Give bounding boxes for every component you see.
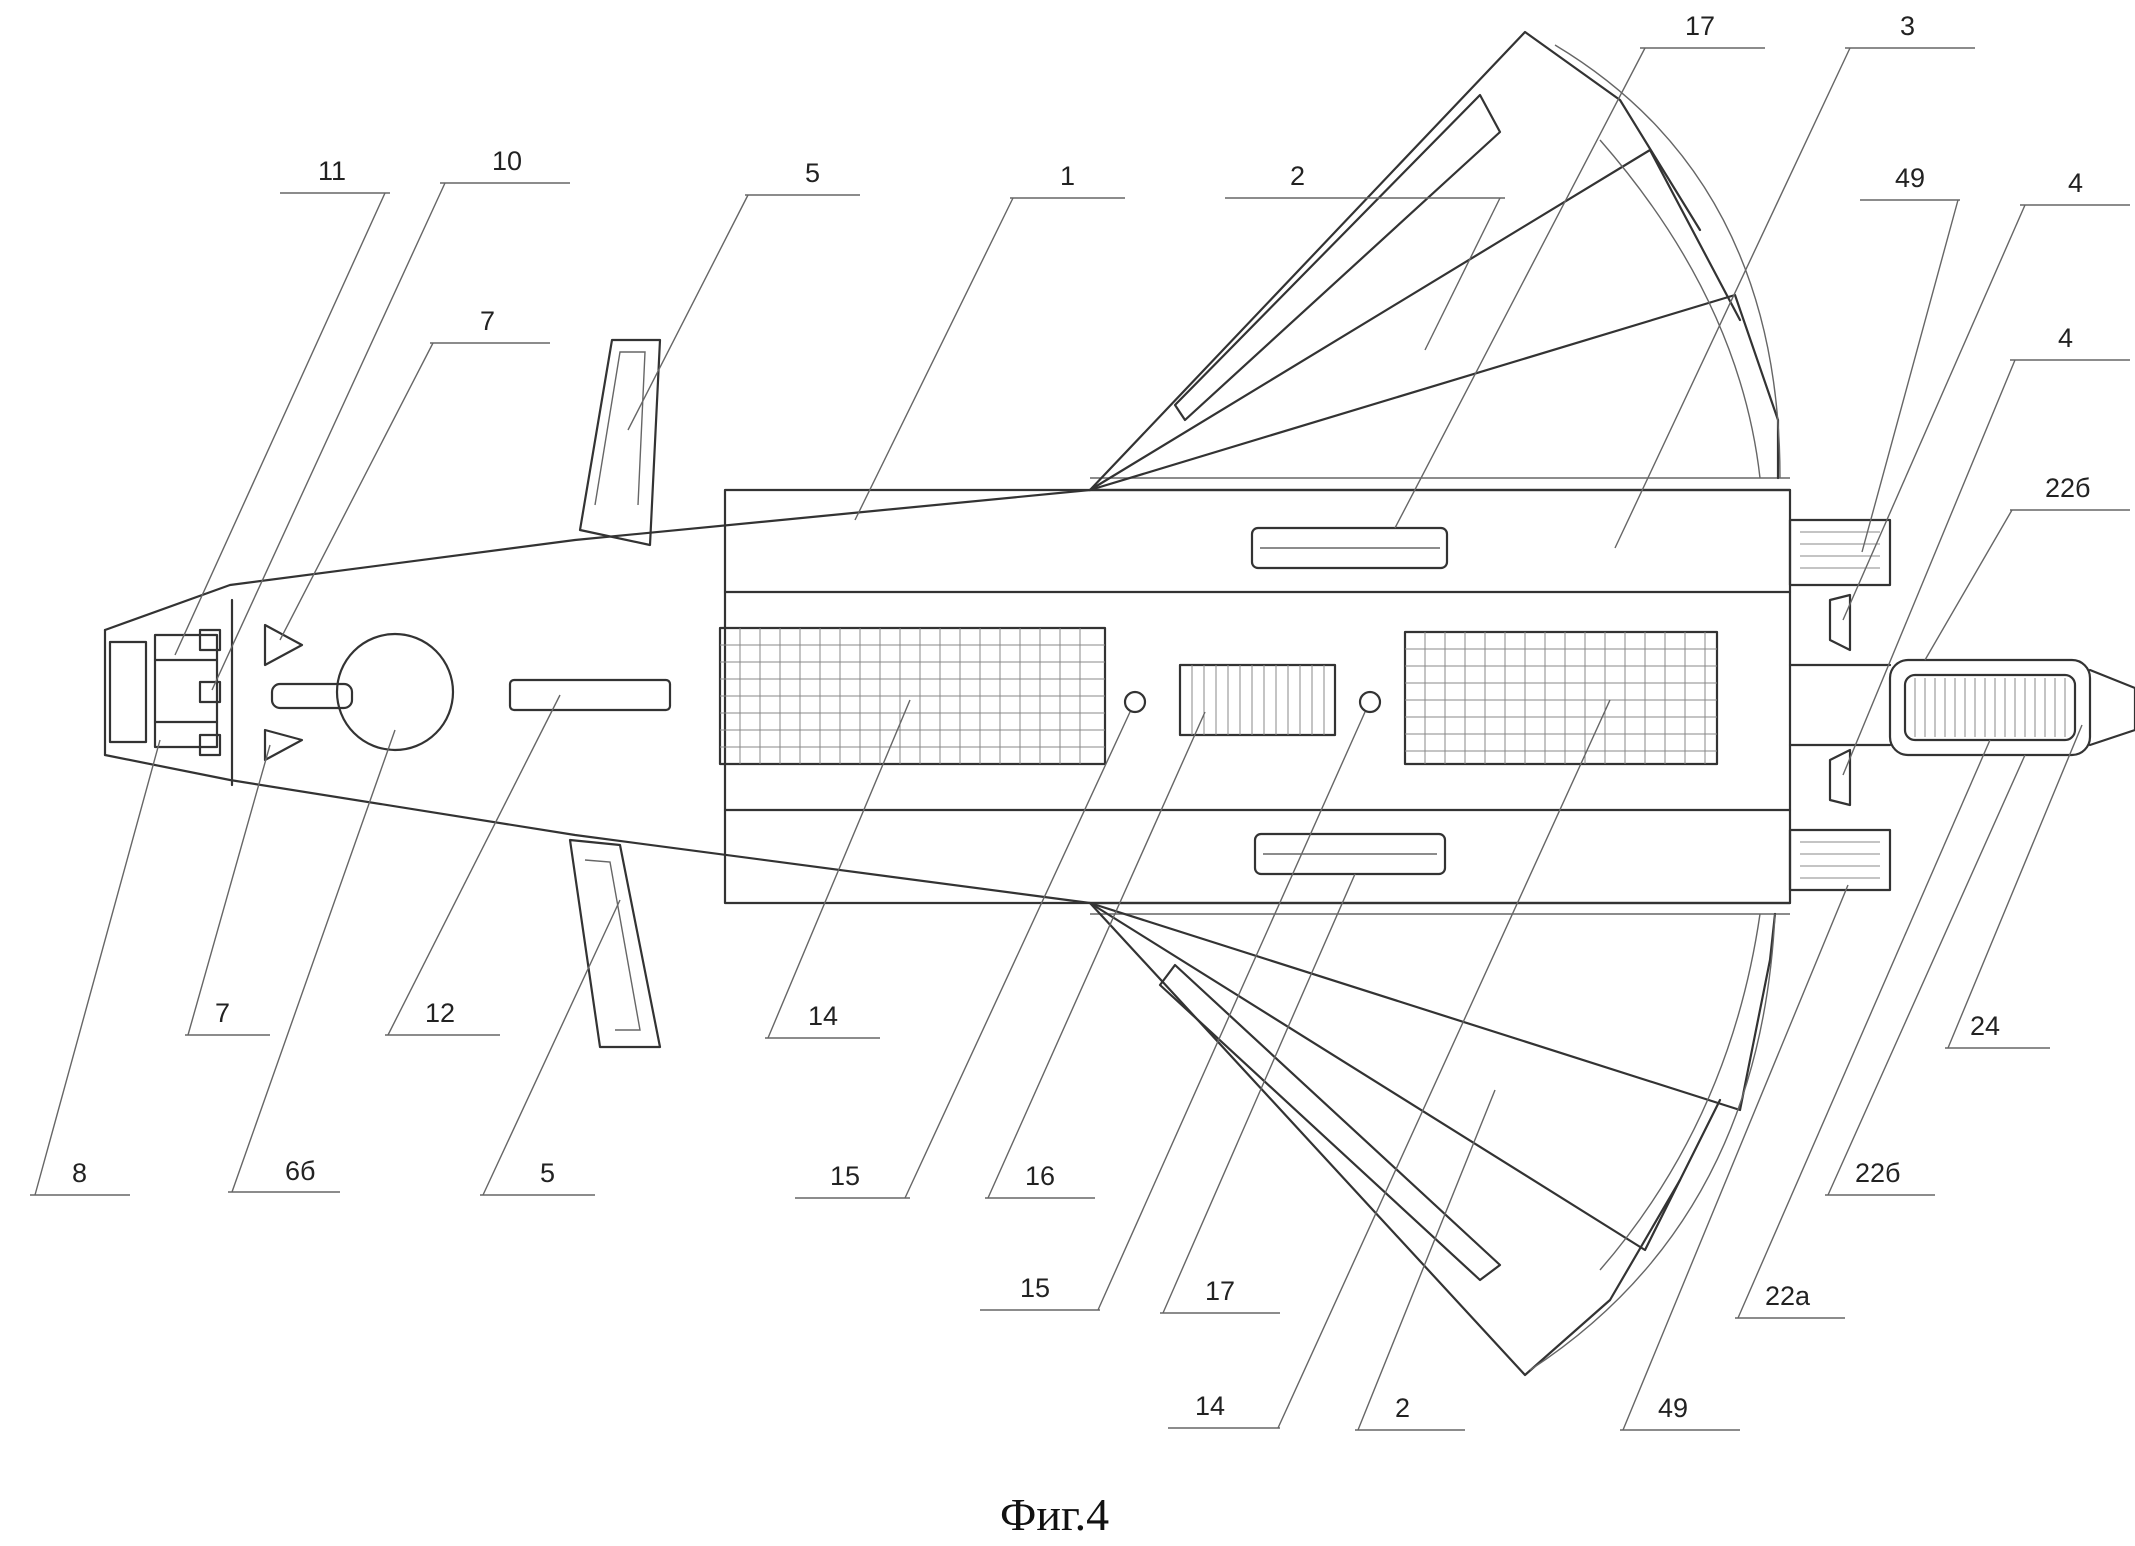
nose-window-1 bbox=[198, 628, 222, 652]
label-16: 16 bbox=[1025, 1161, 1055, 1191]
label-17-top: 17 bbox=[1685, 11, 1715, 41]
leader-lines bbox=[30, 47, 2130, 1431]
upper-triangle-marker bbox=[263, 623, 304, 667]
label-2-bottom: 2 bbox=[1395, 1393, 1410, 1423]
upper-wing-fan bbox=[1088, 30, 1781, 492]
panel-left bbox=[718, 626, 1107, 766]
label-15-right: 15 bbox=[1020, 1273, 1050, 1303]
label-3: 3 bbox=[1900, 11, 1915, 41]
engine-lower bbox=[1788, 748, 1892, 892]
panel-right bbox=[1403, 630, 1719, 766]
label-49-top: 49 bbox=[1895, 163, 1925, 193]
port-left bbox=[1123, 690, 1147, 714]
lower-wing-fan bbox=[1088, 901, 1777, 1377]
label-17-bottom: 17 bbox=[1205, 1276, 1235, 1306]
nose-section bbox=[108, 598, 672, 787]
label-5-top: 5 bbox=[805, 158, 820, 188]
label-2-top: 2 bbox=[1290, 161, 1305, 191]
label-22b-bottom: 22б bbox=[1855, 1158, 1901, 1188]
nose-window-3 bbox=[198, 733, 222, 757]
rear-module bbox=[1788, 658, 2135, 757]
label-14-left: 14 bbox=[808, 1001, 838, 1031]
label-10: 10 bbox=[492, 146, 522, 176]
label-14-right: 14 bbox=[1195, 1391, 1225, 1421]
struts bbox=[568, 338, 662, 1049]
port-right bbox=[1358, 690, 1382, 714]
label-8: 8 bbox=[72, 1158, 87, 1188]
label-11: 11 bbox=[318, 156, 346, 186]
label-12: 12 bbox=[425, 998, 455, 1028]
label-24: 24 bbox=[1970, 1011, 2000, 1041]
label-1: 1 bbox=[1060, 161, 1075, 191]
label-6b: 6б bbox=[285, 1156, 315, 1186]
label-4-lower: 4 bbox=[2058, 323, 2073, 353]
label-5-bottom: 5 bbox=[540, 1158, 555, 1188]
nose-window-2 bbox=[198, 680, 222, 704]
round-hatch bbox=[335, 632, 455, 752]
label-49-bottom: 49 bbox=[1658, 1393, 1688, 1423]
label-7-bottom: 7 bbox=[215, 998, 230, 1028]
label-7-top: 7 bbox=[480, 306, 495, 336]
engine-upper bbox=[1788, 518, 1892, 652]
label-22a: 22а bbox=[1765, 1281, 1811, 1311]
reference-labels: 11 10 5 1 2 17 3 49 4 4 22б 7 7 12 14 24… bbox=[72, 11, 2091, 1423]
label-22b-top: 22б bbox=[2045, 473, 2091, 503]
lower-triangle-marker bbox=[263, 728, 304, 762]
hatch-lower bbox=[1253, 832, 1447, 876]
label-15-left: 15 bbox=[830, 1161, 860, 1191]
hatch-upper bbox=[1250, 526, 1449, 570]
panel-center bbox=[1178, 663, 1337, 737]
label-4-upper: 4 bbox=[2068, 168, 2083, 198]
figure-caption: Фиг.4 bbox=[1000, 1489, 1109, 1540]
